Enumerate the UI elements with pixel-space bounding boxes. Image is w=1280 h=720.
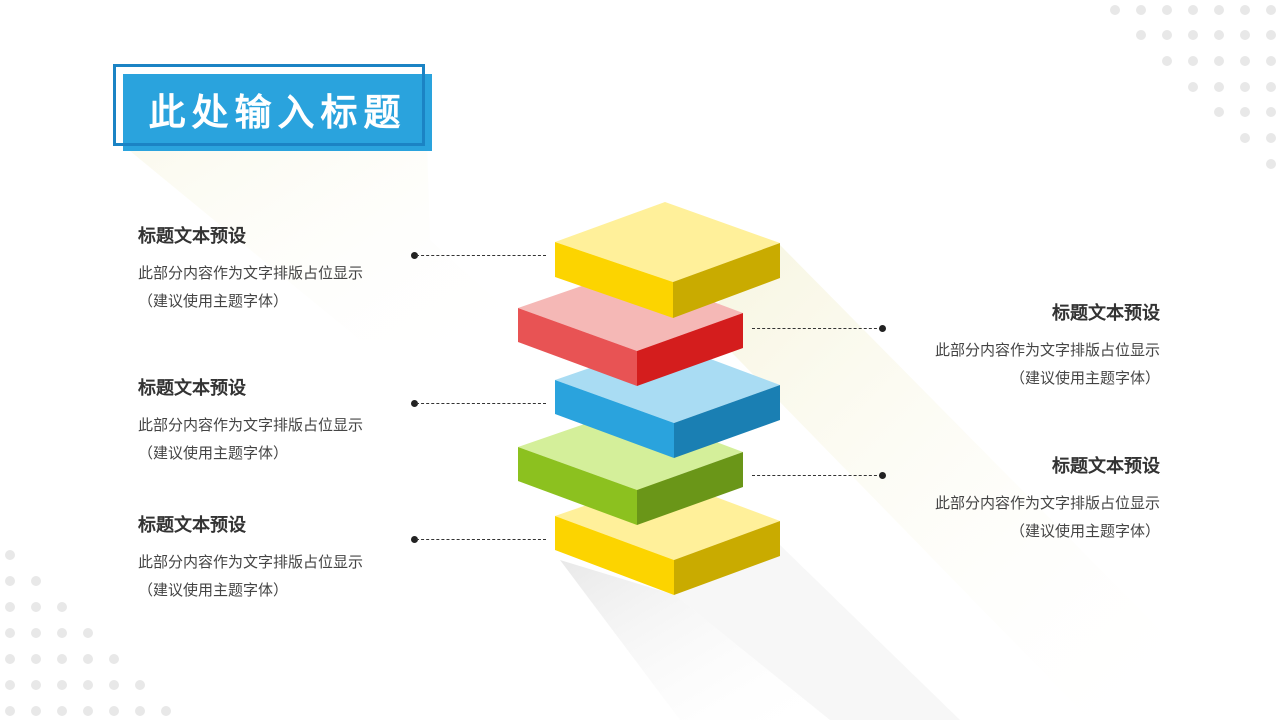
text-item-left-2: 标题文本预设 此部分内容作为文字排版占位显示 （建议使用主题字体） <box>138 377 398 467</box>
slide-title[interactable]: 此处输入标题 <box>148 91 407 134</box>
item-desc-line: （建议使用主题字体） <box>1009 522 1160 540</box>
item-desc-line: （建议使用主题字体） <box>1009 369 1160 387</box>
item-description[interactable]: 此部分内容作为文字排版占位显示 （建议使用主题字体） <box>900 489 1160 545</box>
item-description[interactable]: 此部分内容作为文字排版占位显示 （建议使用主题字体） <box>138 411 398 467</box>
text-item-left-3: 标题文本预设 此部分内容作为文字排版占位显示 （建议使用主题字体） <box>138 514 398 604</box>
item-description[interactable]: 此部分内容作为文字排版占位显示 （建议使用主题字体） <box>138 548 398 604</box>
item-desc-line: （建议使用主题字体） <box>138 581 289 599</box>
item-desc-line: （建议使用主题字体） <box>138 292 289 310</box>
title-frame <box>113 64 425 146</box>
item-heading[interactable]: 标题文本预设 <box>138 378 246 399</box>
item-description[interactable]: 此部分内容作为文字排版占位显示 （建议使用主题字体） <box>138 259 398 315</box>
connector-line <box>752 328 882 329</box>
item-heading[interactable]: 标题文本预设 <box>1052 303 1160 324</box>
layer-red[interactable] <box>518 270 743 386</box>
layer-yellow-top[interactable] <box>555 202 780 318</box>
item-heading[interactable]: 标题文本预设 <box>1052 456 1160 477</box>
connector-dot <box>411 536 418 543</box>
connector-dot <box>879 472 886 479</box>
item-desc-line: （建议使用主题字体） <box>138 444 289 462</box>
text-item-left-1: 标题文本预设 此部分内容作为文字排版占位显示 （建议使用主题字体） <box>138 225 398 315</box>
item-desc-line: 此部分内容作为文字排版占位显示 <box>934 341 1160 359</box>
layer-green[interactable] <box>518 409 743 525</box>
text-item-right-1: 标题文本预设 此部分内容作为文字排版占位显示 （建议使用主题字体） <box>900 302 1160 392</box>
text-item-right-2: 标题文本预设 此部分内容作为文字排版占位显示 （建议使用主题字体） <box>900 455 1160 545</box>
item-desc-line: 此部分内容作为文字排版占位显示 <box>934 494 1160 512</box>
item-desc-line: 此部分内容作为文字排版占位显示 <box>138 553 364 571</box>
item-description[interactable]: 此部分内容作为文字排版占位显示 （建议使用主题字体） <box>900 336 1160 392</box>
connector-dot <box>879 325 886 332</box>
item-heading[interactable]: 标题文本预设 <box>138 515 246 536</box>
connector-line <box>416 255 546 256</box>
connector-line <box>416 539 546 540</box>
connector-dot <box>411 252 418 259</box>
item-desc-line: 此部分内容作为文字排版占位显示 <box>138 416 364 434</box>
title-background <box>123 74 432 151</box>
connector-line <box>416 403 546 404</box>
item-desc-line: 此部分内容作为文字排版占位显示 <box>138 264 364 282</box>
connector-dot <box>411 400 418 407</box>
item-heading[interactable]: 标题文本预设 <box>138 226 246 247</box>
connector-line <box>752 475 882 476</box>
